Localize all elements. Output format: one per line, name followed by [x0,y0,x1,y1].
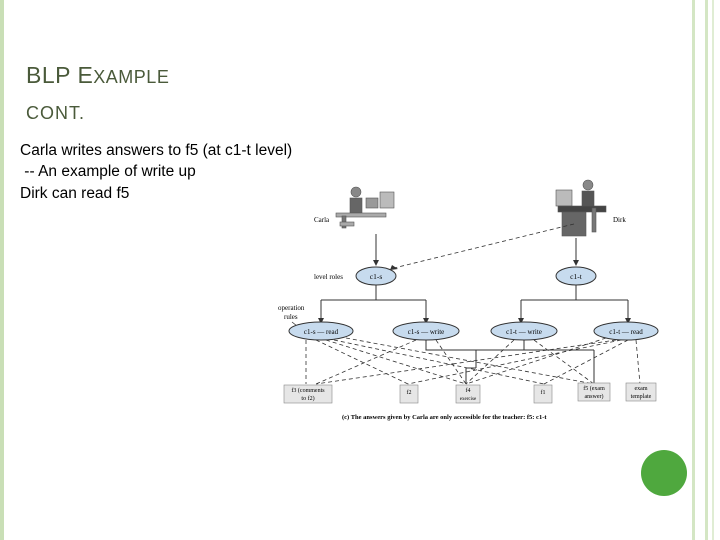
op-node-c1t-write-label: c1-t — write [506,328,542,336]
operation-rules-label-2: rules [284,313,298,321]
level-roles-label: level roles [314,273,343,281]
blp-diagram: Carla Dirk level roles operation rules c… [278,179,659,421]
access-lines [305,337,641,385]
person-carla-label: Carla [314,216,330,224]
body-line-1: Carla writes answers to f5 (at c1-t leve… [20,142,293,159]
dirk-figure [555,179,607,237]
op-node-c1s-read-label: c1-s — read [304,328,339,336]
decorative-green-circle [641,450,687,496]
op-node-c1t-read-label: c1-t — read [609,328,643,336]
file-f1-line1: f1 [541,389,546,396]
slide-title: BLP EXAMPLE [26,62,169,89]
frame-right-border-2 [705,0,708,540]
file-f3: f3 (comments to f2) [283,384,333,404]
file-f2: f2 [399,384,419,404]
file-f5-line2: answer) [585,393,604,400]
file-f4: f4 exercise [455,384,481,404]
file-f4-line2: exercise [460,397,477,402]
op-node-c1s-write-label: c1-s — write [408,328,445,336]
level-node-c1-s-label: c1-s [370,272,383,281]
title-rest: XAMPLE [93,67,170,87]
file-f2-line1: f2 [407,389,412,396]
frame-right-border [692,0,695,540]
title-initial: BLP E [26,62,94,88]
slide-title-continued: CONT. [26,103,85,123]
file-f1: f1 [533,384,553,404]
person-dirk-label: Dirk [613,216,626,224]
level-node-c1-t-label: c1-t [570,272,583,281]
file-exam-line1: exam [635,386,648,392]
operation-rules-label-1: operation [278,304,305,312]
file-exam-line2: template [631,394,652,400]
frame-left-border [0,0,4,540]
body-line-3: Dirk can read f5 [20,185,130,202]
file-f4-line1: f4 [466,387,471,394]
frame-right-border-3 [712,0,714,540]
op-node-c1s-read [288,321,354,341]
body-line-2: -- An example of write up [20,163,196,180]
diagram-caption: (c) The answers given by Carla are only … [342,414,547,421]
file-f5: f5 (exam answer) [577,382,611,402]
carla-figure [335,186,395,229]
file-f3-line2: to f2) [301,395,314,402]
file-f5-line1: f5 (exam [583,385,605,392]
op-node-c1t-read [593,321,659,341]
file-exam-template: exam template [625,382,657,402]
file-f3-line1: f3 (comments [291,387,325,394]
